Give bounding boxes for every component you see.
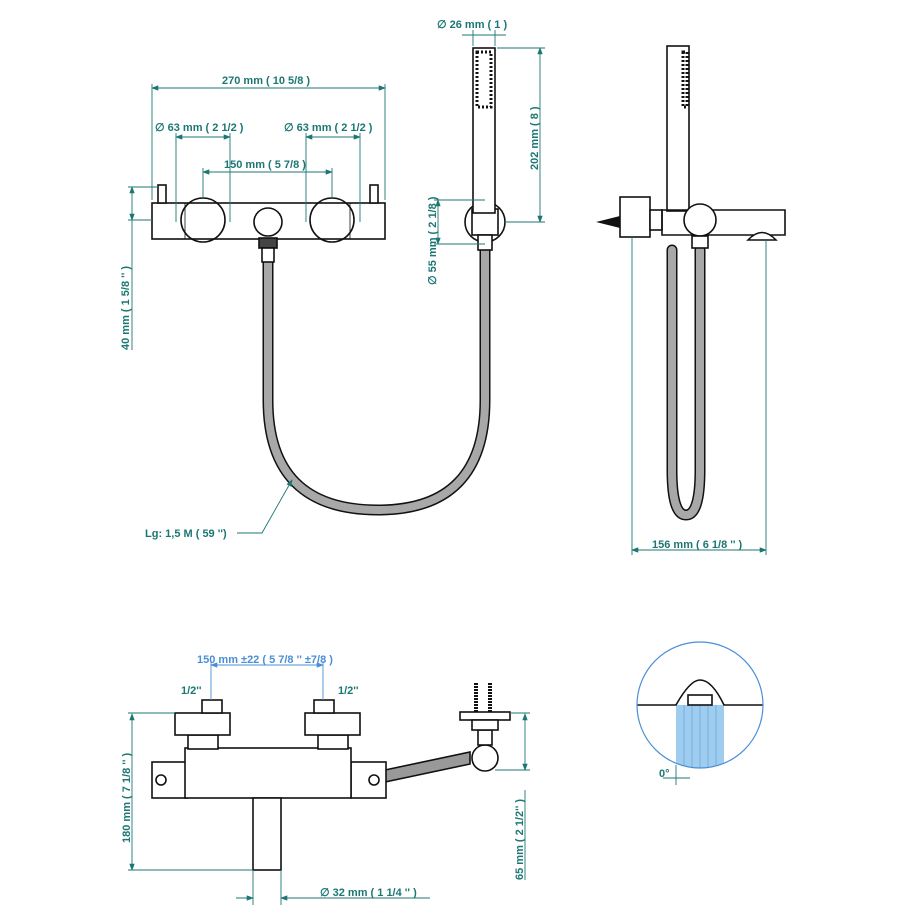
front-view: 270 mm ( 10 5/8 ) ∅ 63 mm ( 2 1/2 ) ∅ 63… bbox=[120, 19, 545, 540]
spout-diameter-label: ∅ 32 mm ( 1 1/4 '' ) bbox=[320, 887, 417, 899]
total-height-label: 180 mm ( 7 1/8 '' ) bbox=[121, 752, 133, 843]
knob-spacing-label: 150 mm ( 5 7/8 ) bbox=[224, 159, 306, 171]
hose bbox=[262, 239, 491, 516]
inlet-right-label: 1/2'' bbox=[338, 685, 359, 697]
hose-length-label: Lg: 1,5 M ( 59 '') bbox=[145, 528, 227, 540]
handshower-length-label: 202 mm ( 8 ) bbox=[529, 106, 541, 170]
spout-detail: 0° bbox=[636, 641, 764, 785]
angle-label: 0° bbox=[659, 768, 670, 780]
knob-right bbox=[309, 197, 355, 243]
side-handshower bbox=[666, 45, 690, 212]
body-height-label: 40 mm ( 1 5/8 '' ) bbox=[120, 266, 132, 350]
spout bbox=[252, 797, 282, 871]
knob-left-diameter-label: ∅ 63 mm ( 2 1/2 ) bbox=[155, 122, 244, 134]
holder-diameter-label: ∅ 55 mm ( 2 1/8 ) bbox=[427, 196, 439, 285]
outlet-knob bbox=[253, 207, 283, 237]
holder-top bbox=[471, 744, 499, 772]
knob-left bbox=[180, 197, 226, 243]
side-view: 156 mm ( 6 1/8 '' ) bbox=[596, 45, 786, 555]
total-width-label: 270 mm ( 10 5/8 ) bbox=[222, 75, 310, 87]
inlet-spacing-label: 150 mm ±22 ( 5 7/8 '' ±7/8 ) bbox=[197, 654, 333, 666]
knob-right-diameter-label: ∅ 63 mm ( 2 1/2 ) bbox=[284, 122, 373, 134]
inlet-left-top bbox=[174, 712, 231, 736]
inlet-right bbox=[369, 184, 379, 204]
top-view: 150 mm ±22 ( 5 7/8 '' ±7/8 ) 1/2'' 1/2''… bbox=[121, 654, 530, 905]
handshower-diameter-label: ∅ 26 mm ( 1 ) bbox=[437, 19, 507, 31]
holder-offset-label: 65 mm ( 2 1/2'' ) bbox=[514, 799, 526, 880]
depth-label: 156 mm ( 6 1/8 '' ) bbox=[652, 539, 743, 551]
inlet-left-label: 1/2'' bbox=[181, 685, 202, 697]
mixer-body-top bbox=[184, 747, 352, 799]
inlet-right-top bbox=[304, 712, 361, 736]
inlet-left bbox=[157, 184, 167, 204]
